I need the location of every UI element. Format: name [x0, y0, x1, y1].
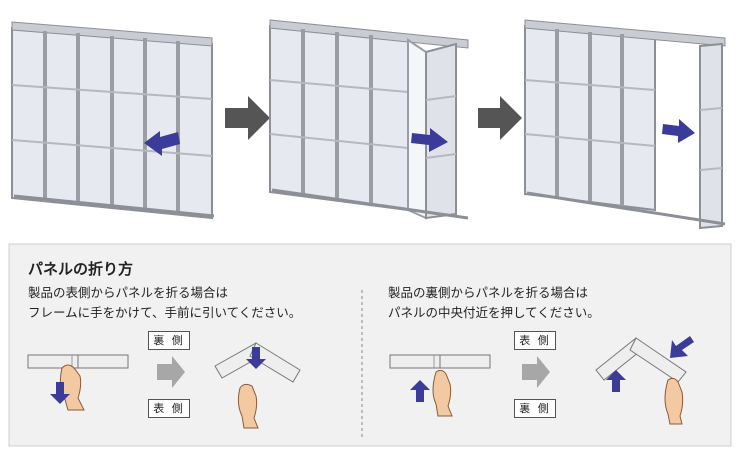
left-panel-diagram: [27, 354, 129, 411]
arrow-right-icon: [411, 128, 448, 152]
left-instruction-line1: 製品の表側からパネルを折る場合は: [28, 285, 229, 300]
right-panel-diagram: [389, 354, 491, 417]
step-arrow-icon: [225, 96, 270, 140]
instruction-box: [8, 243, 732, 447]
arrow-up-icon: [410, 380, 430, 402]
right-label-top: 表 側: [514, 331, 556, 350]
arrow-down-left-icon: [670, 336, 694, 358]
left-instruction: 製品の表側からパネルを折る場合は フレームに手をかけて、手前に引いてください。: [28, 283, 301, 323]
arrow-down-icon: [246, 347, 266, 369]
door-illustration-folding: [269, 19, 469, 220]
right-instruction: 製品の裏側からパネルを折る場合は パネルの中央付近を押してください。: [388, 283, 600, 323]
left-folded-diagram: [214, 342, 301, 429]
gray-arrow-icon: [522, 356, 550, 388]
right-label-bottom: 裏 側: [514, 399, 556, 418]
arrow-right-icon: [662, 119, 695, 143]
arrow-left-icon: [144, 131, 180, 156]
right-folded-diagram: [595, 336, 694, 425]
left-instruction-line2: フレームに手をかけて、手前に引いてください。: [28, 305, 302, 320]
right-instruction-line2: パネルの中央付近を押してください。: [388, 305, 600, 320]
gray-arrow-icon: [157, 356, 185, 388]
right-instruction-line1: 製品の裏側からパネルを折る場合は: [388, 285, 589, 300]
left-label-bottom: 表 側: [148, 399, 190, 418]
arrow-up-icon: [606, 370, 626, 392]
arrow-down-icon: [50, 382, 70, 404]
door-illustration-closed: [11, 21, 215, 220]
section-title: パネルの折り方: [28, 260, 134, 278]
step-arrow-icon: [478, 96, 522, 140]
door-illustration-open: [524, 19, 726, 230]
left-label-top: 裏 側: [148, 331, 190, 350]
